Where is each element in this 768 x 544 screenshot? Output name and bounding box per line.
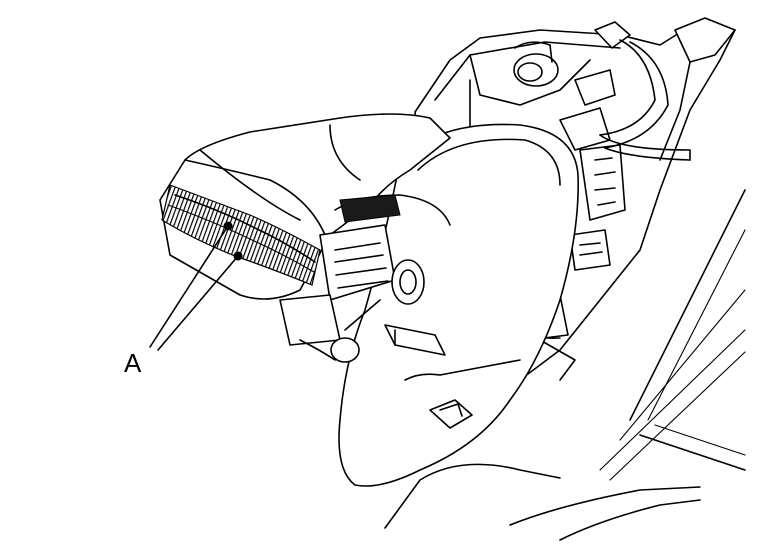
mirror-glass-assembly	[159, 113, 451, 300]
callout-label-a: A	[124, 348, 142, 378]
retaining-clip	[429, 399, 473, 429]
headliner-outline	[384, 189, 746, 541]
wiring-harness	[279, 194, 451, 363]
callout-a-leaders	[149, 221, 243, 351]
